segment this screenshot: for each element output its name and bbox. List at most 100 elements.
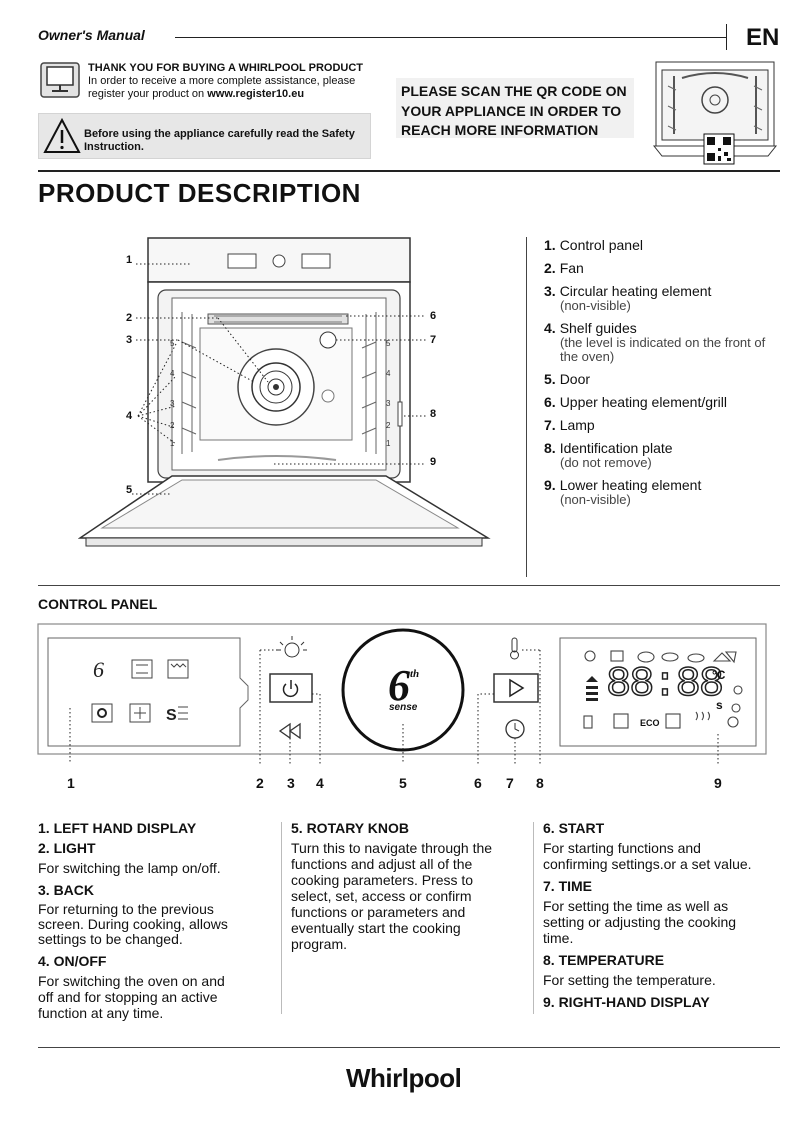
desc-title: 5. ROTARY KNOB <box>291 820 409 836</box>
footer-rule <box>38 1047 780 1048</box>
monitor-icon <box>40 62 80 98</box>
legend-label: Control panel <box>559 237 643 253</box>
legend-num: 2. <box>544 260 556 276</box>
legend-item: 9.Lower heating element(non-visible) <box>544 477 784 507</box>
legend-num: 6. <box>544 394 556 410</box>
column-separator <box>533 822 534 1014</box>
oven-callout-4: 4 <box>126 410 133 422</box>
legend-label: Shelf guides <box>559 320 637 336</box>
desc-title: 6. START <box>543 820 605 836</box>
forced-air-icon <box>91 703 113 723</box>
legend-sub: (non-visible) <box>560 492 631 507</box>
safety-notice-box <box>38 113 371 159</box>
description-column-2: 5. ROTARY KNOB Turn this to navigate thr… <box>291 820 533 952</box>
knob-six: 6 <box>388 661 410 710</box>
part-legend: 1.Control panel 2.Fan 3.Circular heating… <box>544 237 784 514</box>
column-separator <box>281 822 282 1014</box>
panel-num-9: 9 <box>714 775 722 791</box>
registration-line2: register your product on <box>88 88 208 100</box>
warning-icon <box>43 118 81 153</box>
panel-num-6: 6 <box>474 775 482 791</box>
panel-num-7: 7 <box>506 775 514 791</box>
desc-text: For switching the lamp on/off. <box>38 860 221 876</box>
desc-title: 9. RIGHT-HAND DISPLAY <box>543 994 710 1010</box>
svg-text:4: 4 <box>170 369 175 378</box>
header-rule <box>175 37 727 38</box>
panel-num-3: 3 <box>287 775 295 791</box>
svg-text:5: 5 <box>170 339 175 348</box>
legend-divider <box>526 237 527 577</box>
legend-item: 1.Control panel <box>544 237 784 253</box>
legend-label: Door <box>559 371 591 387</box>
knob-sense: sense <box>389 702 418 713</box>
back-icon[interactable] <box>278 722 301 740</box>
svg-text:4: 4 <box>386 369 391 378</box>
legend-num: 3. <box>544 283 556 299</box>
panel-num-1: 1 <box>67 775 75 791</box>
oven-callout-3: 3 <box>126 334 133 346</box>
panel-num-5: 5 <box>399 775 407 791</box>
desc-title: 4. ON/OFF <box>38 953 107 969</box>
panel-num-4: 4 <box>316 775 324 791</box>
desc-title: 8. TEMPERATURE <box>543 952 665 968</box>
legend-num: 9. <box>544 477 556 493</box>
desc-title: 1. LEFT HAND DISPLAY <box>38 820 197 836</box>
svg-text:3: 3 <box>386 399 391 408</box>
unit-seconds: s <box>716 698 723 712</box>
legend-item: 6.Upper heating element/grill <box>544 394 784 410</box>
qr-notice-box <box>396 78 634 138</box>
legend-num: 7. <box>544 417 556 433</box>
eco-icon: ECO <box>640 718 660 728</box>
desc-text: For starting functions and confirming se… <box>543 840 752 872</box>
qr-notice-text: PLEASE SCAN THE QR CODE ON YOUR APPLIANC… <box>401 83 627 138</box>
legend-sub: (do not remove) <box>560 455 652 470</box>
svg-text:2: 2 <box>170 421 175 430</box>
start-button-shape[interactable] <box>493 673 539 703</box>
registration-url[interactable]: www.register10.eu <box>207 88 305 100</box>
legend-item: 2.Fan <box>544 260 784 276</box>
desc-text: For returning to the previous screen. Du… <box>38 901 228 947</box>
desc-text: For setting the time as well as setting … <box>543 898 737 946</box>
legend-sub: (the level is indicated on the front of … <box>560 335 766 364</box>
desc-text: For switching the oven on and off and fo… <box>38 973 225 1021</box>
rotary-knob-shape[interactable] <box>341 628 465 752</box>
oven-callout-9: 9 <box>430 456 437 468</box>
oven-callout-7: 7 <box>430 334 437 346</box>
onoff-button-shape[interactable] <box>269 673 313 703</box>
language-code: EN <box>746 24 780 51</box>
oven-qr-illustration <box>652 61 778 165</box>
registration-line1: In order to receive a more complete assi… <box>88 75 356 87</box>
safety-notice-text: Before using the appliance carefully rea… <box>84 128 355 153</box>
svg-text:3: 3 <box>170 399 175 408</box>
whirlpool-logo: Whirlpool <box>346 1063 462 1093</box>
legend-num: 1. <box>544 237 556 253</box>
section-rule <box>38 585 780 586</box>
legend-sub: (non-visible) <box>560 298 631 313</box>
legend-label: Lamp <box>559 417 595 433</box>
legend-item: 5.Door <box>544 371 784 387</box>
svg-text:1: 1 <box>170 439 175 448</box>
desc-text: Turn this to navigate through the functi… <box>291 840 493 952</box>
owners-manual-label: Owner's Manual <box>38 27 145 43</box>
legend-label: Identification plate <box>559 440 673 456</box>
light-icon <box>284 642 300 658</box>
legend-num: 8. <box>544 440 556 456</box>
legend-label: Fan <box>559 260 584 276</box>
page-title: PRODUCT DESCRIPTION <box>38 178 361 208</box>
legend-label: Lower heating element <box>559 477 702 493</box>
oven-callout-5: 5 <box>126 484 133 496</box>
desc-title: 3. BACK <box>38 882 95 898</box>
description-column-3: 6. START For starting functions and conf… <box>543 820 785 1014</box>
grill-icon <box>167 659 189 679</box>
description-column-1: 1. LEFT HAND DISPLAY 2. LIGHT For switch… <box>38 820 280 1021</box>
desc-title: 2. LIGHT <box>38 840 96 856</box>
temperature-icon[interactable] <box>511 637 518 653</box>
special-functions-icon: S <box>166 707 177 724</box>
panel-num-2: 2 <box>256 775 264 791</box>
header-tick <box>726 24 727 50</box>
oven-callout-6: 6 <box>430 310 437 322</box>
unit-celsius: °C <box>712 668 726 682</box>
desc-text: For setting the temperature. <box>543 972 716 988</box>
control-panel-diagram: 6 S <box>37 623 767 764</box>
